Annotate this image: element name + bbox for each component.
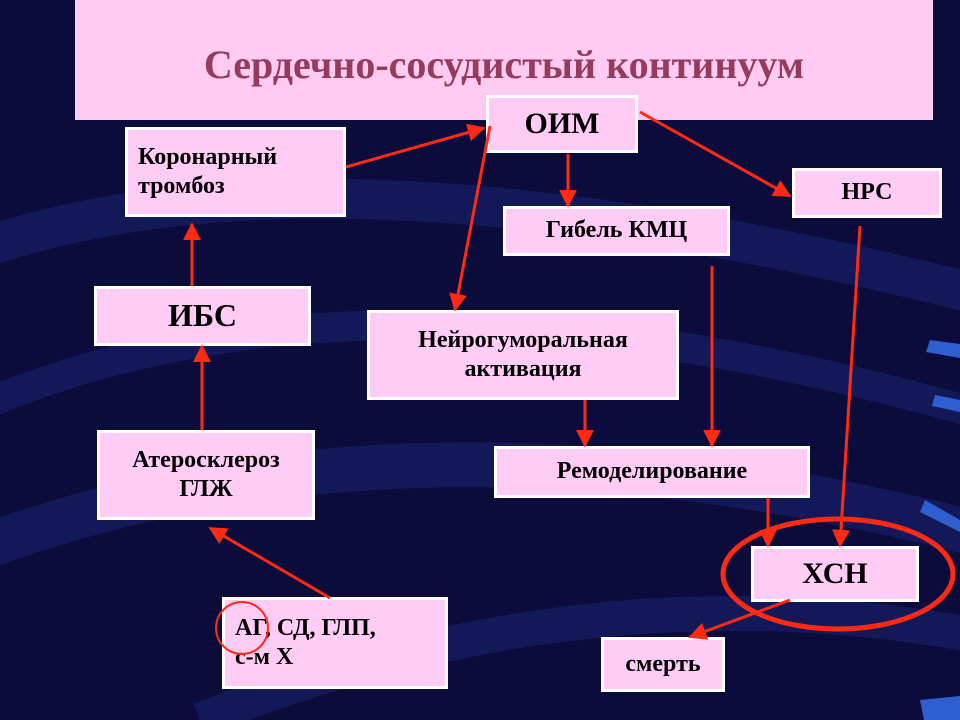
slide-title: Сердечно-сосудистый континуум xyxy=(203,41,805,87)
node-death: смерть xyxy=(601,637,725,692)
node-nrs: НРС xyxy=(792,168,942,218)
node-atherosclerosis: Атеросклероз ГЛЖ xyxy=(97,430,315,520)
node-oim: ОИМ xyxy=(486,95,638,153)
node-hsn: ХСН xyxy=(751,546,919,602)
node-ibs: ИБС xyxy=(94,286,311,346)
node-neurohumoral-activation: Нейрогуморальная активация xyxy=(367,310,679,400)
title-box: Сердечно-сосудистый континуум xyxy=(75,0,933,120)
node-kmc-death: Гибель КМЦ xyxy=(503,206,730,256)
node-remodeling: Ремоделирование xyxy=(494,446,810,498)
node-coronary-thrombosis: Коронарный тромбоз xyxy=(125,127,346,217)
node-risk-factors: АГ, СД, ГЛП, с-м Х xyxy=(222,597,448,689)
